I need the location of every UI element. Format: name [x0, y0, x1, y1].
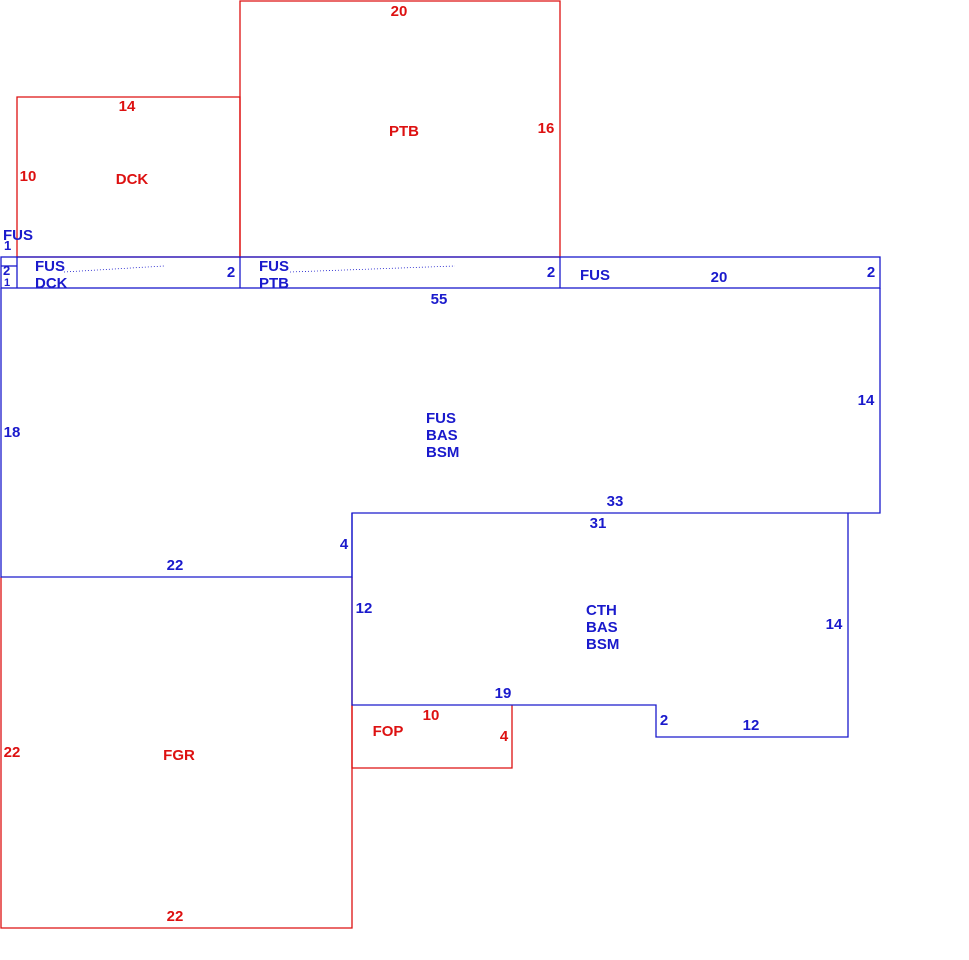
cth-outline: [351, 513, 849, 738]
fus-ptb-label-2: PTB: [259, 275, 289, 292]
fop-dim-width: 10: [423, 707, 440, 724]
main-dim-right: 14: [858, 392, 875, 409]
fop-outline: [351, 705, 513, 769]
fgr-dim-left: 22: [4, 744, 21, 761]
cth-dim-step: 2: [660, 712, 668, 729]
fus-small-dim: 1: [4, 238, 11, 253]
main-dim-top: 55: [431, 291, 448, 308]
cth-label-2: BAS: [586, 619, 618, 636]
main-label-2: BAS: [426, 427, 458, 444]
fus-dck-label-2: DCK: [35, 275, 68, 292]
main-label-3: BSM: [426, 444, 459, 461]
dck-guide-line: [63, 265, 165, 273]
fus-right-dim-depth: 2: [867, 264, 875, 281]
fop-label: FOP: [373, 723, 404, 740]
ptb-outline: [239, 0, 561, 257]
fus-dck-label-1: FUS: [35, 258, 65, 275]
main-dim-bottom-left: 22: [167, 557, 184, 574]
fus-right-label: FUS: [580, 267, 610, 284]
cth-dim-bottom-right: 12: [743, 717, 760, 734]
fus-small-label: FUS: [3, 227, 33, 244]
main-dim-bottom-right: 33: [607, 493, 624, 510]
fus-dck-dim-left: 2: [3, 263, 10, 278]
fus-strip-outline: [0, 256, 881, 289]
ptb-label: PTB: [389, 123, 419, 140]
fus-dck-dim-right: 2: [227, 264, 235, 281]
dck-dim-width: 14: [119, 98, 136, 115]
fus-right-dim-width: 20: [711, 269, 728, 286]
dck-dim-depth: 10: [20, 168, 37, 185]
fgr-label: FGR: [163, 747, 195, 764]
main-dim-left: 18: [4, 424, 21, 441]
fus-ptb-label-1: FUS: [259, 258, 289, 275]
fop-dim-depth: 4: [500, 728, 509, 745]
fgr-dim-bottom: 22: [167, 908, 184, 925]
ptb-dim-depth: 16: [538, 120, 555, 137]
cth-dim-right: 14: [826, 616, 843, 633]
dck-label: DCK: [116, 171, 149, 188]
fus-ptb-dim: 2: [547, 264, 555, 281]
cth-label-3: BSM: [586, 636, 619, 653]
cth-dim-left: 12: [356, 600, 373, 617]
cth-dim-top: 31: [590, 515, 607, 532]
main-dim-step: 4: [340, 536, 349, 553]
ptb-guide-line: [289, 265, 456, 273]
cth-dim-bottom-left: 19: [495, 685, 512, 702]
main-label-1: FUS: [426, 410, 456, 427]
ptb-dim-width: 20: [391, 3, 408, 20]
cth-label-1: CTH: [586, 602, 617, 619]
fus-dck-dim-small: 1: [4, 277, 10, 289]
